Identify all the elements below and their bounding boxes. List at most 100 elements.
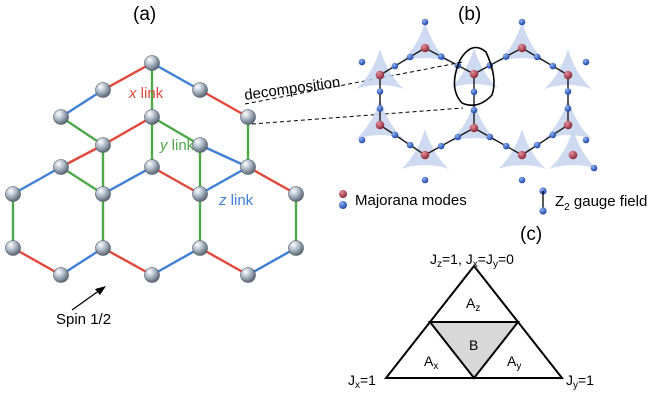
left-vertex-label: Jx=1 [348, 372, 376, 391]
spin-site-b3 [144, 109, 160, 125]
triad-patch-s2 [450, 48, 498, 88]
spin-site-a1 [95, 82, 111, 98]
phase-region-b [427, 321, 521, 380]
spin-site-a3 [192, 82, 208, 98]
spin-site-c3 [95, 186, 111, 202]
majorana-site-s8 [420, 150, 430, 160]
blue-mode-9-1 [502, 142, 510, 150]
majorana-lattice [356, 18, 598, 184]
bond-17 [151, 165, 201, 196]
triad-patch-s8 [401, 129, 449, 169]
gauge-field-label: Z2 gauge field [555, 193, 647, 213]
edge-mode-3 [582, 58, 590, 66]
spin-site-b4 [192, 137, 208, 153]
legend-blue-dot [339, 201, 347, 209]
triad-patch-s4 [356, 49, 404, 89]
triad-patch-s1 [401, 22, 449, 62]
gauge-bond-0 [424, 47, 475, 75]
decomposition-label: decomposition [243, 74, 341, 104]
bond-24 [12, 246, 62, 277]
x-link-label: x link [128, 85, 164, 102]
honeycomb-lattice [5, 55, 304, 283]
blue-mode-4-0 [376, 88, 384, 95]
spin-arrow-head [95, 286, 106, 295]
bond-4 [60, 116, 104, 146]
gauge-bond-9 [473, 127, 523, 156]
region-ax-label: Ax [424, 353, 438, 372]
triad-patch-s11 [549, 129, 597, 169]
right-vertex-label: Jy=1 [566, 372, 594, 391]
bond-8 [102, 115, 153, 147]
gauge-bond-2 [379, 47, 426, 76]
edge-mode-1 [518, 18, 526, 26]
spin-site-b5 [240, 109, 256, 125]
majorana-site-s5 [563, 70, 573, 80]
spin-label: Spin 1/2 [56, 311, 111, 328]
spin-arrow-line [71, 289, 101, 311]
blue-mode-6-0 [391, 131, 399, 139]
edge-mode-5 [582, 136, 590, 144]
blue-mode-2-1 [391, 62, 399, 70]
edge-mode-6 [421, 176, 429, 184]
bond-10 [60, 143, 104, 169]
blue-mode-8-1 [454, 133, 462, 141]
majorana-site-s10 [517, 150, 527, 160]
edge-mode-8 [590, 164, 598, 172]
majorana-site-s7 [563, 120, 573, 130]
bond-14 [12, 165, 62, 196]
spin-site-d4 [144, 267, 160, 283]
bond-0 [60, 88, 104, 119]
majorana-site-s4 [375, 70, 385, 80]
spin-site-d2 [53, 267, 69, 283]
triad-patch-s3 [498, 22, 546, 62]
blue-mode-2-0 [406, 53, 414, 61]
gauge-bond-3 [521, 47, 569, 76]
decomposition-line-top [244, 61, 464, 105]
blue-mode-0-0 [437, 53, 445, 60]
majorana-site-s1 [420, 43, 430, 53]
bond-5 [151, 115, 201, 147]
panel-a-label: (a) [133, 4, 156, 25]
bond-19 [247, 165, 297, 196]
triad-patch-s5 [544, 49, 592, 89]
legend-gauge-dot-bottom [539, 207, 547, 215]
edge-mode-7 [518, 176, 526, 184]
bond-26 [102, 246, 153, 277]
gauge-bond-8 [424, 127, 475, 156]
majorana-site-s6 [375, 120, 385, 130]
bond-3 [199, 88, 249, 119]
majorana-site-s11 [568, 150, 578, 160]
bond-15 [60, 165, 104, 196]
blue-mode-7-0 [549, 131, 557, 139]
blue-mode-3-1 [549, 62, 557, 70]
region-ay-label: Ay [507, 353, 521, 372]
gauge-bond-7 [521, 124, 569, 156]
edge-mode-4 [358, 136, 366, 144]
blue-mode-6-1 [406, 141, 414, 149]
bond-2 [151, 61, 201, 92]
bond-25 [60, 246, 104, 277]
spin-site-c5 [192, 186, 208, 202]
blue-mode-5-1 [564, 105, 572, 112]
bond-13 [199, 143, 249, 169]
blue-mode-4-1 [376, 105, 384, 112]
blue-mode-7-1 [533, 141, 541, 149]
majorana-site-s3 [517, 43, 527, 53]
bond-1 [102, 61, 153, 92]
spin-site-d3 [95, 240, 111, 256]
blue-mode-5-0 [564, 88, 572, 95]
spin-site-c1 [5, 186, 21, 202]
blue-mode-1-1 [502, 53, 510, 60]
spin-site-d1 [5, 240, 21, 256]
y-link-label: y link [159, 137, 195, 154]
highlight-triangle [453, 46, 495, 106]
blue-mode-8-0 [437, 142, 445, 150]
majorana-site-s9 [469, 123, 479, 133]
spin-site-d7 [288, 240, 304, 256]
gauge-bond-6 [379, 124, 426, 156]
bond-16 [102, 165, 153, 196]
bond-18 [199, 165, 249, 196]
spin-site-b2 [95, 137, 111, 153]
